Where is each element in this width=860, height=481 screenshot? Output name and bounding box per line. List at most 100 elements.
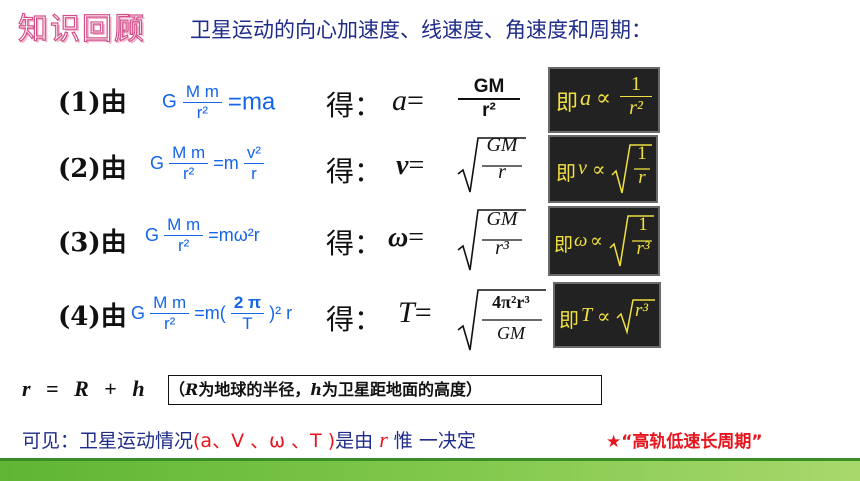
frac-num: 1 <box>631 73 641 95</box>
box-frac: 1 r³ <box>630 214 656 260</box>
frac-den: T <box>230 313 265 334</box>
var-v: v <box>396 150 409 181</box>
row1-result-var: a= <box>392 84 424 118</box>
two-pi-over-t: 2 π T <box>230 293 265 334</box>
row3-proportional-box: 即 ω ∝ 1 r³ <box>548 206 660 276</box>
sqrt-sign <box>609 215 654 267</box>
star-note: ★“高轨低速长周期” <box>606 432 763 452</box>
conclusion-prefix: 可见：卫星运动情况 <box>22 430 194 452</box>
frac-den: GM <box>497 323 525 343</box>
g-constant: G <box>131 303 146 323</box>
box-var: a <box>580 85 591 110</box>
sqrt-sign <box>611 144 652 194</box>
v2-over-r: v² r <box>243 143 265 184</box>
frac-num: 4π²r³ <box>492 292 530 312</box>
row2-proportional-box: 即 v ∝ 1 r <box>548 135 658 203</box>
g-constant: G <box>162 91 177 113</box>
row3-result-frac: GM r³ <box>478 208 526 260</box>
row4-label: (4)由 <box>58 302 127 332</box>
frac-num: v² <box>246 143 262 162</box>
relation-note-box: （R为地球的半径，h为卫星距地面的高度） <box>168 375 602 405</box>
row2-result-frac: GM r <box>478 134 526 184</box>
row1-label: (1)由 <box>58 88 127 118</box>
frac-den: r <box>638 167 646 188</box>
var-omega: ω <box>388 222 409 253</box>
row4-formula: G M m r² =m( 2 π T )² r <box>131 293 292 334</box>
frac-num: GM <box>473 76 505 97</box>
mm-over-r2: M m r² <box>182 82 222 123</box>
relation-formula: r = R + h <box>22 376 147 402</box>
plus: + <box>104 376 119 401</box>
row4-proportional-box: 即 T ∝ r³ <box>553 282 661 348</box>
paren-open: （ <box>169 380 186 399</box>
g-constant: G <box>145 225 160 245</box>
bottom-decor-bar <box>0 458 860 481</box>
prop-symbol: ∝ <box>596 85 611 110</box>
frac-den: r² <box>164 235 204 256</box>
conclusion-mid: 是由 <box>335 430 374 452</box>
row3-sqrt-sign <box>457 209 526 271</box>
row3-result-var: ω= <box>388 222 424 254</box>
close-sq-r: )² r <box>269 303 293 323</box>
row4-result-var: T= <box>398 296 432 330</box>
frac-den: r <box>498 161 506 183</box>
var-a: a <box>392 84 407 117</box>
bottom-decor-stripe <box>0 458 860 461</box>
conclusion-r: r <box>379 427 388 452</box>
equals: = <box>46 376 61 401</box>
equals: = <box>407 84 424 117</box>
frac-num: 1 <box>638 214 648 235</box>
prop-symbol: ∝ <box>597 306 611 328</box>
box-var: T <box>581 304 593 326</box>
g-constant: G <box>150 153 165 173</box>
frac-den: r³ <box>495 237 509 259</box>
frac-num: M m <box>167 215 201 234</box>
box-frac: 1 r <box>632 143 652 189</box>
row3-label: (3)由 <box>58 228 127 258</box>
eq-ma: =ma <box>227 88 276 116</box>
frac-num: 1 <box>637 143 647 164</box>
mm-over-r2: M m r² <box>169 143 209 184</box>
row2-formula: G M m r² =m v² r <box>150 143 265 184</box>
note-h: h <box>310 380 322 399</box>
ji-label: 即 <box>559 310 579 332</box>
frac-den: r² <box>620 96 652 120</box>
ji-label: 即 <box>554 235 574 256</box>
box-var: v <box>578 157 587 179</box>
frac-num: 2 π <box>233 293 262 312</box>
frac-den: r <box>243 163 265 184</box>
var-r: r <box>22 376 33 401</box>
row2-label: (2)由 <box>58 154 127 184</box>
sqrt-sign <box>616 299 655 335</box>
var-h: h <box>132 376 147 401</box>
frac-num: M m <box>153 293 187 312</box>
frac-num: GM <box>486 208 518 230</box>
row1-de: 得： <box>326 89 383 122</box>
page-title: 卫星运动的向心加速度、线速度、角速度和周期： <box>190 18 652 42</box>
ji-label: 即 <box>556 90 579 115</box>
equals: = <box>414 296 432 329</box>
conclusion-line: 可见：卫星运动情况(a、V 、ω 、T )是由 r 惟 一决定 <box>22 426 476 453</box>
row4-sqrt-sign <box>457 289 546 351</box>
eq-m: =m <box>213 153 239 173</box>
row2-de: 得： <box>326 155 383 188</box>
conclusion-vars: (a、V 、ω 、T ) <box>193 430 336 452</box>
note-end: 为卫星距地面的高度） <box>321 380 482 399</box>
frac-num: M m <box>172 143 206 162</box>
frac-den: r³ <box>636 238 650 259</box>
box-var: ω <box>574 230 588 251</box>
box-frac: 1 r² <box>620 73 652 120</box>
frac-den: r² <box>182 102 222 123</box>
frac-num: M m <box>185 82 219 101</box>
row3-de: 得： <box>326 227 383 260</box>
conclusion-only: 惟 一决定 <box>393 430 476 452</box>
row4-result-frac: 4π²r³ GM <box>478 292 544 344</box>
row1-formula: G M m r² =ma <box>162 82 275 123</box>
note-mid: 为地球的半径， <box>198 380 311 399</box>
row2-result-var: v= <box>396 150 424 182</box>
eq-m-open: =m( <box>194 303 226 323</box>
equals: = <box>408 222 425 253</box>
eq-mw2r: =mω²r <box>208 225 260 245</box>
frac-den: r² <box>169 163 209 184</box>
row3-formula: G M m r² =mω²r <box>145 215 260 256</box>
